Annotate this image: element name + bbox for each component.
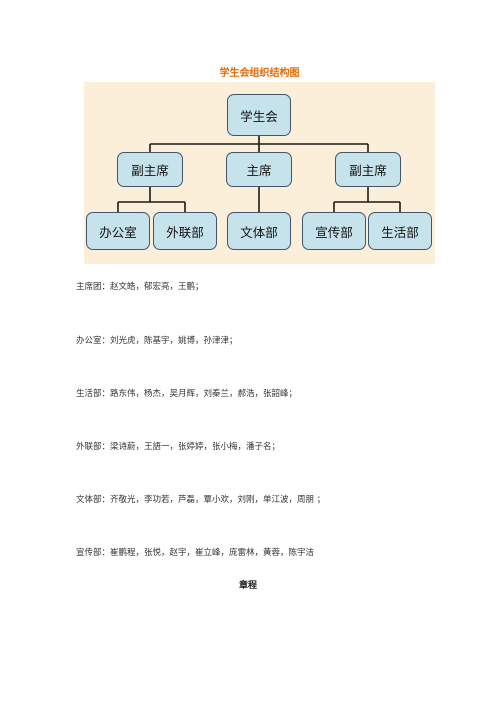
node-vice-chair-right: 副主席 xyxy=(335,152,401,187)
node-student-union: 学生会 xyxy=(227,94,291,136)
node-external-affairs: 外联部 xyxy=(153,212,217,250)
org-chart: 学生会组织结构图 xyxy=(84,62,435,264)
section-heading-charter: 章程 xyxy=(238,581,257,591)
members-external-affairs: 外联部：梁诗蔚，王語一，张婷婷，张小梅，潘子名； xyxy=(76,442,281,452)
node-student-life: 生活部 xyxy=(368,212,432,250)
members-student-life: 生活部：路东伟，杨杰，吴月辉，刘秦兰，郝浩，张韶峰； xyxy=(76,389,298,399)
org-chart-connectors xyxy=(117,136,401,212)
org-chart-title: 学生会组织结构图 xyxy=(219,68,300,79)
node-publicity: 宣传部 xyxy=(302,212,366,250)
node-office: 办公室 xyxy=(86,212,150,250)
node-culture-sports: 文体部 xyxy=(227,212,291,250)
members-office: 办公室：刘光虎，陈基宇，姚博，孙津津； xyxy=(76,336,238,346)
members-publicity: 宣传部：崔鹏程，张悦，赵宇，崔立峰，庞雷林，黄蓉，陈宇洁 xyxy=(76,548,315,558)
node-chairman: 主席 xyxy=(226,152,292,187)
members-presidium: 主席团：赵文皓，郁宏亮，王鹏； xyxy=(76,282,204,292)
node-vice-chair-left: 副主席 xyxy=(117,152,183,187)
members-culture-sports: 文体部：齐敬光，李功若，芦磊，覃小欢，刘刚，单江波，周朋 ； xyxy=(76,495,326,505)
